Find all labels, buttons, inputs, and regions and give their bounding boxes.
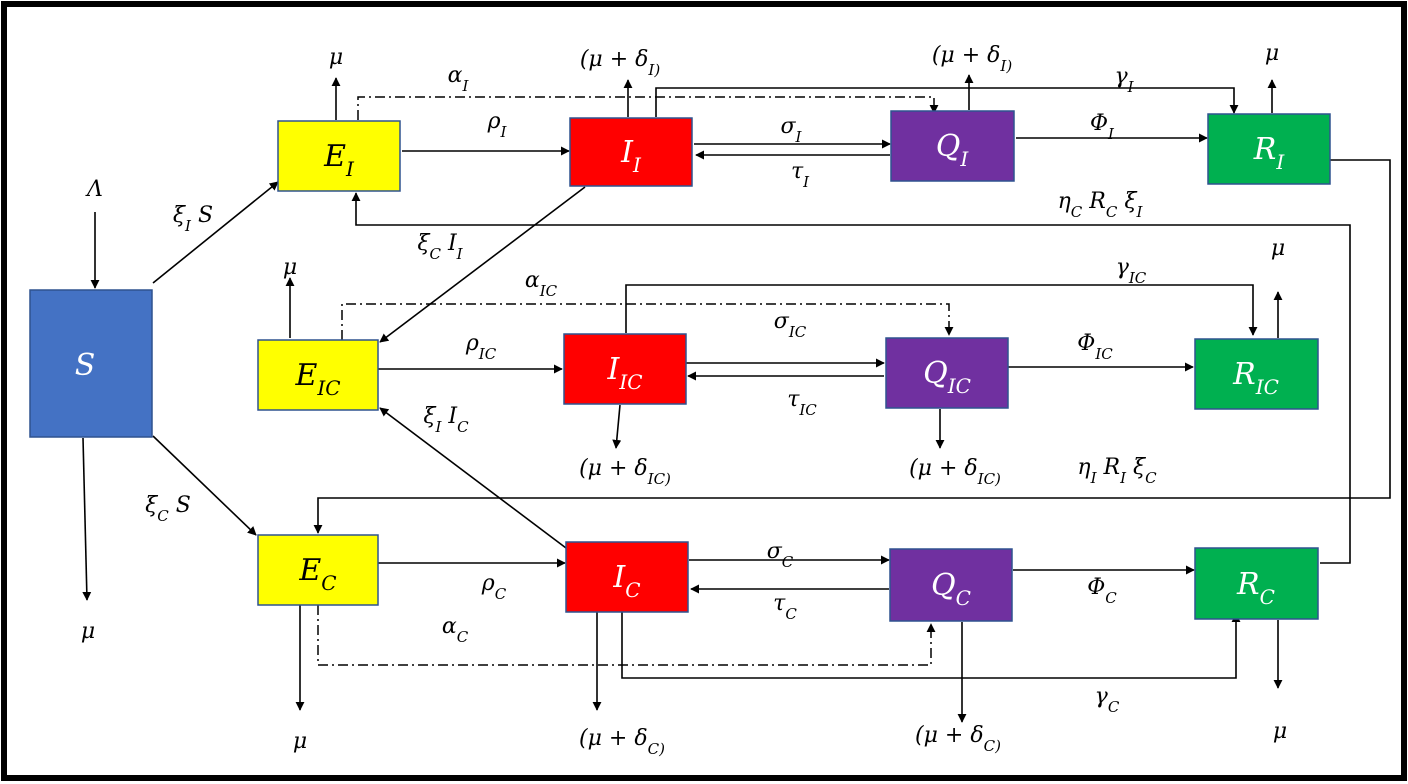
node-qc-label: QC	[931, 568, 971, 610]
label-death-c-1: (μ + δC)	[579, 726, 665, 758]
label-alpha-ic: αIC	[525, 268, 558, 300]
label-gamma-ic: γIC	[1116, 255, 1147, 287]
node-rc-label: RC	[1236, 567, 1275, 609]
label-xi-c-ii: ξC II	[417, 231, 463, 263]
node-qic: QIC	[885, 337, 1009, 409]
node-s-label: S	[75, 348, 96, 383]
arrow-rc-to-ei	[351, 192, 1351, 564]
label-death-ic-2: (μ + δIC)	[909, 456, 1001, 488]
label-ri-mu: μ	[1265, 41, 1279, 66]
compartments: S EI II QI RI EIC IIC QIC	[29, 110, 1331, 622]
node-iic-label: IIC	[606, 352, 642, 394]
label-rc-mu: μ	[1273, 719, 1287, 744]
connectors	[82, 74, 1391, 723]
label-xi-i-ic: ξI IC	[423, 404, 469, 436]
label-phi-ic: ΦIC	[1077, 331, 1113, 363]
flow-labels: Λ μ ξI S ξC S μ αI ρI (μ + δI) σI τI (μ …	[81, 41, 1287, 758]
node-qi-label: QI	[936, 129, 970, 171]
label-phi-c: ΦC	[1087, 575, 1117, 607]
label-rho-c: ρC	[481, 571, 507, 603]
label-sigma-c: σC	[767, 539, 794, 571]
node-ric-label: RIC	[1232, 357, 1279, 399]
arrow-s-to-ei	[152, 181, 279, 284]
label-xi-c-s: ξC S	[145, 493, 191, 525]
node-ei-label: EI	[323, 139, 355, 181]
label-alpha-c: αC	[442, 614, 469, 646]
label-death-ic-1: (μ + δIC)	[579, 456, 671, 488]
node-s: S	[29, 289, 153, 438]
label-ei-mu: μ	[329, 45, 343, 70]
label-tau-c: τC	[773, 591, 797, 623]
node-eic: EIC	[257, 339, 379, 411]
node-ei: EI	[277, 120, 401, 192]
label-ric-mu: μ	[1271, 236, 1285, 261]
label-alpha-i: αI	[448, 63, 470, 95]
label-gamma-c: γC	[1095, 684, 1120, 716]
node-qc: QC	[889, 548, 1013, 622]
label-s-mu: μ	[81, 619, 95, 644]
node-ric: RIC	[1194, 338, 1319, 410]
arrow-s-to-ec	[152, 435, 257, 536]
arrow-ri-to-ec	[313, 159, 1391, 534]
label-lambda: Λ	[85, 177, 103, 202]
node-ic-label: IC	[612, 560, 640, 602]
label-eic-mu: μ	[283, 255, 297, 280]
label-sigma-ic: σIC	[774, 309, 807, 341]
arrow-ic-to-eic	[379, 407, 567, 549]
node-ri: RI	[1207, 113, 1331, 185]
label-ec-mu: μ	[293, 729, 307, 754]
label-rho-ic: ρIC	[465, 331, 497, 363]
label-phi-i: ΦI	[1090, 111, 1115, 143]
label-tau-ic: τIC	[787, 387, 817, 419]
node-iic: IIC	[563, 333, 687, 405]
node-ic: IC	[565, 541, 689, 613]
label-rho-i: ρI	[487, 109, 508, 141]
label-sigma-i: σI	[781, 114, 803, 146]
label-gamma-i: γI	[1114, 64, 1134, 96]
label-death-c-2: (μ + δC)	[915, 723, 1001, 755]
arrow-alpha-c	[317, 605, 936, 666]
node-ii-label: II	[620, 135, 642, 177]
node-qi: QI	[890, 110, 1015, 182]
arrow-alpha-i	[357, 96, 939, 120]
node-eic-label: EIC	[294, 358, 340, 400]
arrow-gamma-i	[655, 87, 1239, 117]
arrow-gamma-ic	[625, 284, 1258, 336]
arrow-iic-death	[612, 404, 622, 449]
node-ii: II	[569, 117, 693, 187]
arrow-gamma-c	[621, 612, 1241, 679]
node-rc: RC	[1194, 547, 1319, 620]
node-ri-label: RI	[1253, 132, 1286, 174]
node-ec: EC	[257, 534, 379, 606]
label-death-i-1: (μ + δI)	[580, 47, 661, 79]
label-eta-i: ηI RI ξC	[1077, 455, 1157, 487]
label-tau-i: τI	[791, 159, 810, 191]
label-death-i-2: (μ + δI)	[932, 43, 1013, 75]
label-eta-c: ηC RC ξI	[1058, 189, 1144, 221]
arrow-s-mu	[82, 437, 92, 601]
label-xi-i-s: ξI S	[173, 203, 213, 235]
node-ec-label: EC	[298, 553, 336, 595]
node-qic-label: QIC	[923, 356, 971, 398]
arrow-ii-to-eic	[379, 186, 586, 343]
